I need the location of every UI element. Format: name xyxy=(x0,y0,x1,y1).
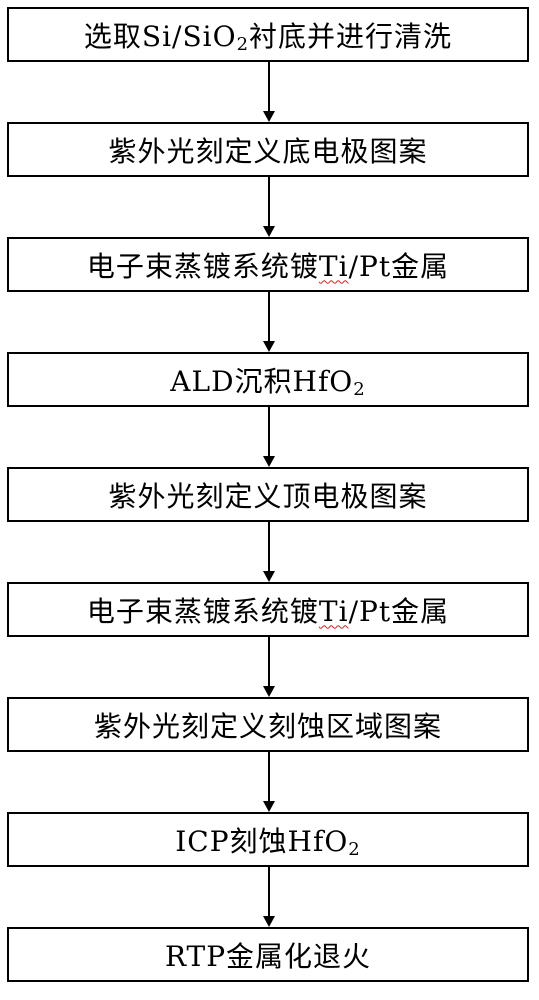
arrow-3-4 xyxy=(263,292,275,352)
arrow-7-8 xyxy=(263,752,275,812)
step-7-box: 紫外光刻定义刻蚀区域图案 xyxy=(7,697,529,752)
step-6-box: 电子束蒸镀系统镀Ti/Pt金属 xyxy=(7,582,529,637)
step-7-text: 紫外光刻定义刻蚀区域图案 xyxy=(93,709,442,743)
arrow-2-3 xyxy=(263,177,275,237)
step-5-text: 紫外光刻定义顶电极图案 xyxy=(108,479,428,513)
step-2-box: 紫外光刻定义底电极图案 xyxy=(7,122,529,177)
step-4-box: ALD沉积HfO2 xyxy=(7,352,529,407)
step-1-box: 选取Si/SiO2衬底并进行清洗 xyxy=(7,7,529,62)
step-8-text: ICP刻蚀HfO2 xyxy=(175,824,361,860)
arrow-8-9 xyxy=(263,867,275,927)
step-1-text: 选取Si/SiO2衬底并进行清洗 xyxy=(83,19,453,55)
step-9-text: RTP金属化退火 xyxy=(164,939,372,973)
step-6-text: 电子束蒸镀系统镀Ti/Pt金属 xyxy=(86,594,450,628)
step-3-text: 电子束蒸镀系统镀Ti/Pt金属 xyxy=(86,249,450,283)
step-3-box: 电子束蒸镀系统镀Ti/Pt金属 xyxy=(7,237,529,292)
arrow-1-2 xyxy=(263,62,275,122)
arrow-5-6 xyxy=(263,522,275,582)
step-4-text: ALD沉积HfO2 xyxy=(170,364,366,400)
arrow-4-5 xyxy=(263,407,275,467)
step-2-text: 紫外光刻定义底电极图案 xyxy=(108,134,428,168)
step-5-box: 紫外光刻定义顶电极图案 xyxy=(7,467,529,522)
arrow-6-7 xyxy=(263,637,275,697)
step-8-box: ICP刻蚀HfO2 xyxy=(7,812,529,867)
step-9-box: RTP金属化退火 xyxy=(7,927,529,982)
